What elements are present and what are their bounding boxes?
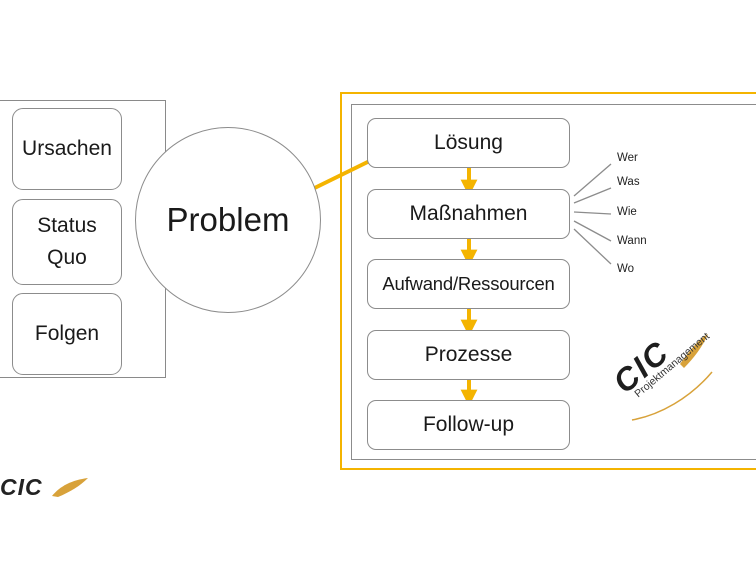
step-massnahmen: Maßnahmen bbox=[367, 189, 570, 239]
step-label: Aufwand/Ressourcen bbox=[382, 273, 555, 294]
step-loesung: Lösung bbox=[367, 118, 570, 168]
folgen-box: Folgen bbox=[12, 293, 122, 375]
solution-frame bbox=[340, 92, 756, 470]
w-question-wo: Wo bbox=[617, 263, 635, 275]
status-quo-box: Status Quo bbox=[12, 199, 122, 285]
cic-small-logo: CIC bbox=[0, 474, 43, 500]
problem-circle: Problem bbox=[135, 127, 321, 313]
step-label: Maßnahmen bbox=[409, 202, 528, 225]
w-question-lines bbox=[573, 163, 612, 265]
cic-logo: CIC Projektmanagement bbox=[606, 330, 730, 440]
problem-label: Problem bbox=[166, 201, 290, 238]
cic-small-logo-swoosh-icon bbox=[52, 478, 88, 497]
w-question-was: Was bbox=[617, 176, 640, 188]
cic-logo-swoosh-icon bbox=[631, 334, 713, 421]
step-label: Follow-up bbox=[422, 413, 515, 436]
step-follow-up: Follow-up bbox=[367, 400, 570, 450]
folgen-label: Folgen bbox=[34, 322, 100, 345]
step-prozesse: Prozesse bbox=[367, 330, 570, 380]
ursachen-box: Ursachen bbox=[12, 108, 122, 190]
w-question-wann: Wann bbox=[617, 235, 647, 247]
w-question-wie: Wie bbox=[617, 206, 637, 218]
step-aufwand-ressourcen: Aufwand/Ressourcen bbox=[367, 259, 570, 309]
status-quo-label: Status Quo bbox=[37, 214, 97, 269]
step-label: Prozesse bbox=[424, 343, 513, 366]
ursachen-label: Ursachen bbox=[22, 137, 112, 160]
w-question-wer: Wer bbox=[617, 152, 638, 164]
step-label: Lösung bbox=[434, 131, 503, 154]
